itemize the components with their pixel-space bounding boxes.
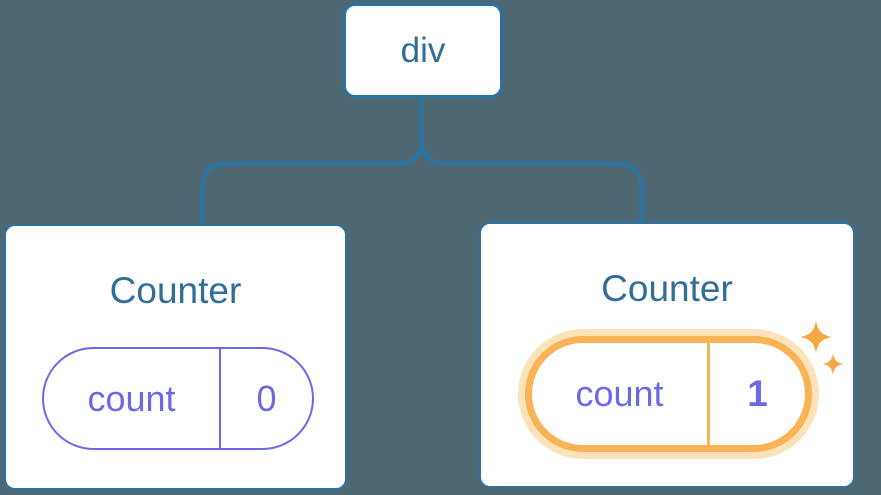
counter-card-left: Counter count 0 [4, 224, 347, 490]
state-value: 0 [256, 377, 277, 419]
root-node-div: div [343, 3, 503, 98]
state-key-label: count [532, 343, 710, 445]
counter-card-right: Counter count 1 [479, 222, 855, 488]
state-key-label: count [44, 349, 221, 448]
root-node-label: div [400, 30, 446, 70]
state-pill-right-highlighted: count 1 [525, 336, 812, 452]
state-pill-left: count 0 [42, 347, 314, 450]
counter-card-right-title: Counter [601, 268, 733, 309]
state-value: 1 [747, 373, 768, 414]
counter-card-left-title: Counter [109, 270, 242, 311]
connector-left-branch [200, 98, 424, 226]
connector-right-branch [419, 98, 644, 226]
